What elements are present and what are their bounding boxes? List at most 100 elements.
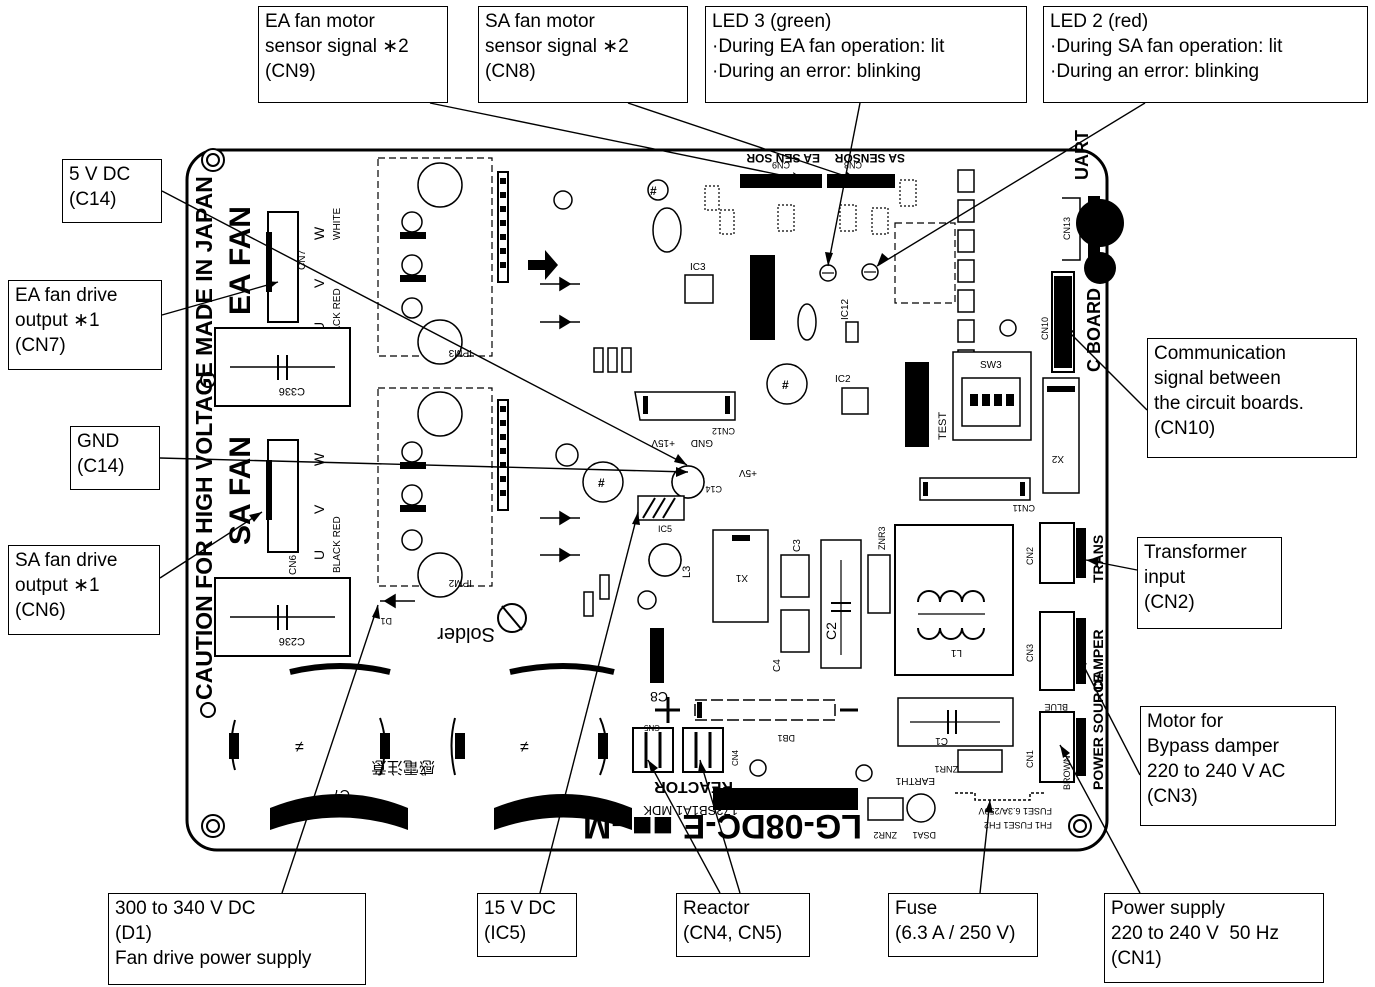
callout-sa-fan-drive: SA fan drive output ∗1 (CN6) bbox=[8, 545, 160, 635]
cn3-connector: DAMPER CN3 BLUE bbox=[1025, 611, 1106, 712]
svg-text:C4: C4 bbox=[772, 659, 783, 672]
ic-vertical-black bbox=[750, 255, 775, 340]
svg-text:SW3: SW3 bbox=[980, 360, 1002, 371]
callout-line: Reactor bbox=[683, 898, 750, 919]
svg-text:CN9: CN9 bbox=[772, 160, 790, 170]
svg-text:IC3: IC3 bbox=[690, 262, 706, 273]
l3-inductor bbox=[648, 543, 682, 577]
svg-text:C2: C2 bbox=[823, 622, 839, 640]
callout-line: 220 to 240 V 50 Hz bbox=[1111, 923, 1279, 944]
svg-text:CN13: CN13 bbox=[1062, 217, 1072, 240]
smd-components bbox=[704, 179, 917, 235]
cn7-label: CN7 bbox=[297, 250, 308, 270]
callout-line: 220 to 240 V AC bbox=[1147, 761, 1286, 782]
c236-label: C236 bbox=[279, 635, 305, 647]
callout-ea-fan-sensor: EA fan motor sensor signal ∗2 (CN9) bbox=[258, 6, 448, 103]
callout-15v-dc: 15 V DC (IC5) bbox=[477, 893, 577, 957]
callout-line: GND bbox=[77, 431, 120, 452]
svg-text:EARTH1: EARTH1 bbox=[895, 775, 935, 786]
x2-component: X2 bbox=[1042, 377, 1080, 494]
diode-column bbox=[380, 276, 580, 609]
svg-text:CN11: CN11 bbox=[1013, 503, 1035, 513]
large-capacitor-arcs bbox=[229, 663, 632, 830]
sa-wire-colors: BLACK RED bbox=[332, 516, 343, 573]
callout-line: output ∗1 bbox=[15, 310, 100, 331]
cn2-connector: TRANS CN2 bbox=[1025, 522, 1106, 584]
svg-text:CN10: CN10 bbox=[1040, 317, 1050, 340]
solder-mark: Solder bbox=[437, 603, 527, 645]
svg-text:CN8: CN8 bbox=[844, 160, 862, 170]
phc-optocouplers bbox=[957, 169, 975, 373]
callout-line: Power supply bbox=[1111, 898, 1226, 919]
svg-text:#: # bbox=[598, 476, 605, 490]
cn12-connector: CN12 bbox=[634, 391, 736, 436]
callout-line: (CN1) bbox=[1111, 948, 1162, 969]
callout-line: SA fan motor bbox=[485, 11, 595, 32]
svg-text:C1: C1 bbox=[935, 735, 948, 746]
ea-wire-v: V bbox=[311, 278, 327, 288]
svg-text:C3: C3 bbox=[792, 539, 803, 552]
svg-text:DAMPER: DAMPER bbox=[1090, 629, 1106, 690]
callout-led2: LED 2 (red) ·During SA fan operation: li… bbox=[1043, 6, 1368, 103]
svg-text:IPM3: IPM3 bbox=[448, 347, 472, 358]
callout-line: ·During SA fan operation: lit bbox=[1050, 36, 1283, 57]
svg-text:≠: ≠ bbox=[295, 739, 304, 756]
sa-wire-u: U bbox=[311, 550, 327, 560]
callout-line: Communication bbox=[1154, 343, 1286, 364]
callout-line: input bbox=[1144, 567, 1186, 588]
svg-text:DB1: DB1 bbox=[777, 733, 795, 743]
svg-text:C7: C7 bbox=[332, 787, 350, 803]
ea-wire-white: WHITE bbox=[332, 207, 343, 240]
ic4-component bbox=[650, 628, 664, 683]
callout-line: Bypass damper bbox=[1147, 736, 1280, 757]
callout-line: 15 V DC bbox=[484, 898, 556, 919]
svg-text:C14: C14 bbox=[705, 484, 722, 494]
l1-transformer: L1 bbox=[894, 524, 1014, 676]
svg-text:CN2: CN2 bbox=[1025, 547, 1035, 565]
fuse-holder: FUSE1 6.3A/250V FH1 FUSE1 FH2 bbox=[955, 792, 1052, 830]
callout-reactor: Reactor (CN4, CN5) bbox=[676, 893, 810, 957]
svg-text:CN3: CN3 bbox=[1025, 644, 1035, 662]
callout-line: (CN4, CN5) bbox=[683, 923, 783, 944]
cn11-connector: CN11 bbox=[919, 477, 1035, 513]
c1-capacitor: C1 bbox=[897, 697, 1014, 747]
svg-text:SA SENSOR: SA SENSOR bbox=[834, 151, 905, 165]
high-voltage-warning: 感電注意 bbox=[371, 758, 435, 777]
svg-text:#: # bbox=[650, 184, 657, 198]
ea-wire-w: W bbox=[311, 226, 327, 240]
cn8-connector bbox=[827, 174, 895, 188]
callout-transformer-input: Transformer input (CN2) bbox=[1137, 537, 1282, 629]
callout-line: output ∗1 bbox=[15, 575, 100, 596]
callout-bypass-damper: Motor for Bypass damper 220 to 240 V AC … bbox=[1140, 706, 1336, 826]
sa-wire-v: V bbox=[311, 504, 327, 514]
svg-text:+15V: +15V bbox=[651, 437, 675, 448]
callout-line: (6.3 A / 250 V) bbox=[895, 923, 1016, 944]
callout-line: ·During an error: blinking bbox=[1050, 61, 1260, 82]
c336-label: C336 bbox=[279, 385, 305, 397]
callout-line: (CN3) bbox=[1147, 786, 1198, 807]
callout-line: ·During EA fan operation: lit bbox=[712, 36, 945, 57]
ea-wire-colors: BLACK RED bbox=[332, 288, 343, 345]
svg-text:BLUE: BLUE bbox=[1044, 702, 1068, 712]
svg-text:CN5: CN5 bbox=[643, 723, 660, 732]
callout-gnd: GND (C14) bbox=[70, 426, 160, 490]
cn9-connector bbox=[740, 174, 822, 188]
dsa1-arrester bbox=[906, 793, 936, 823]
mounting-holes bbox=[200, 148, 1092, 838]
callout-sa-fan-sensor: SA fan motor sensor signal ∗2 (CN8) bbox=[478, 6, 688, 103]
svg-text:IC2: IC2 bbox=[835, 374, 851, 385]
ic-vertical-black-2 bbox=[905, 362, 929, 447]
callout-line: Fan drive power supply bbox=[115, 948, 312, 969]
c2-capacitor: C2 bbox=[820, 539, 862, 669]
callout-led3: LED 3 (green) ·During EA fan operation: … bbox=[705, 6, 1027, 103]
svg-text:ZNR2: ZNR2 bbox=[873, 830, 897, 840]
svg-text:CN4: CN4 bbox=[731, 749, 740, 766]
callout-line: (CN2) bbox=[1144, 592, 1195, 613]
svg-text:TEST: TEST bbox=[937, 412, 949, 440]
callout-power-supply: Power supply 220 to 240 V 50 Hz (CN1) bbox=[1104, 893, 1324, 983]
board-edge-caution: CAUTION FOR HIGH VOLTAGE MADE IN JAPAN bbox=[191, 176, 217, 700]
callout-line: signal between bbox=[1154, 368, 1281, 389]
callout-line: (CN8) bbox=[485, 61, 536, 82]
earth1-terminal bbox=[855, 764, 873, 782]
